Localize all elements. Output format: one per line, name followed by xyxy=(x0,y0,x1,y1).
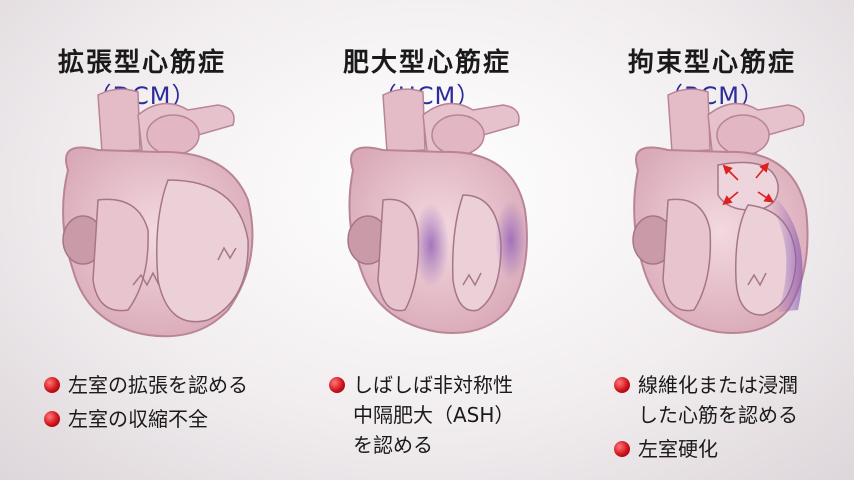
bullet-text: 左室の拡張を認める xyxy=(68,373,248,397)
bullet-item: 左室の拡張を認める xyxy=(44,370,284,400)
panel-dcm: 拡張型心筋症 （DCM） 左室の拡張を認める 左室の収縮不全 xyxy=(0,0,284,480)
bullet-item: 線維化または浸潤 した心筋を認める xyxy=(614,370,854,430)
bullet-text: しばしば非対称性 xyxy=(353,373,513,397)
bullet-text: 左室硬化 xyxy=(638,437,718,461)
bullet-item: 左室硬化 xyxy=(614,434,854,464)
bullet-text: を認める xyxy=(353,433,433,457)
heart-illustration-dcm xyxy=(62,88,254,338)
panel-title: 肥大型心筋症 xyxy=(342,48,511,78)
bullet-text: した心筋を認める xyxy=(638,403,798,427)
panel-title: 拘束型心筋症 xyxy=(627,48,796,78)
bullet-list: 左室の拡張を認める 左室の収縮不全 xyxy=(44,370,284,438)
bullet-dot-icon xyxy=(44,377,60,393)
bullet-dot-icon xyxy=(44,411,60,427)
bullet-dot-icon xyxy=(614,377,630,393)
heart-illustration-hcm xyxy=(347,88,528,334)
panel-hcm: 肥大型心筋症 （HCM） しばしば非対称性 中隔肥大（ASH） を認める xyxy=(285,0,569,480)
bullet-list: 線維化または浸潤 した心筋を認める 左室硬化 xyxy=(614,370,854,468)
bullet-dot-icon xyxy=(329,377,345,393)
bullet-item: 左室の収縮不全 xyxy=(44,404,284,434)
bullet-text: 中隔肥大（ASH） xyxy=(353,403,515,427)
bullet-list: しばしば非対称性 中隔肥大（ASH） を認める xyxy=(329,370,569,464)
panel-title: 拡張型心筋症 xyxy=(57,48,226,78)
expansion-arrows xyxy=(722,162,774,206)
bullet-text: 左室の収縮不全 xyxy=(68,407,208,431)
bullet-text: 線維化または浸潤 xyxy=(638,373,798,397)
heart-illustration-rcm xyxy=(632,88,809,334)
bullet-item: しばしば非対称性 中隔肥大（ASH） を認める xyxy=(329,370,569,460)
panel-rcm: 拘束型心筋症 （RCM） xyxy=(570,0,854,480)
bullet-dot-icon xyxy=(614,441,630,457)
